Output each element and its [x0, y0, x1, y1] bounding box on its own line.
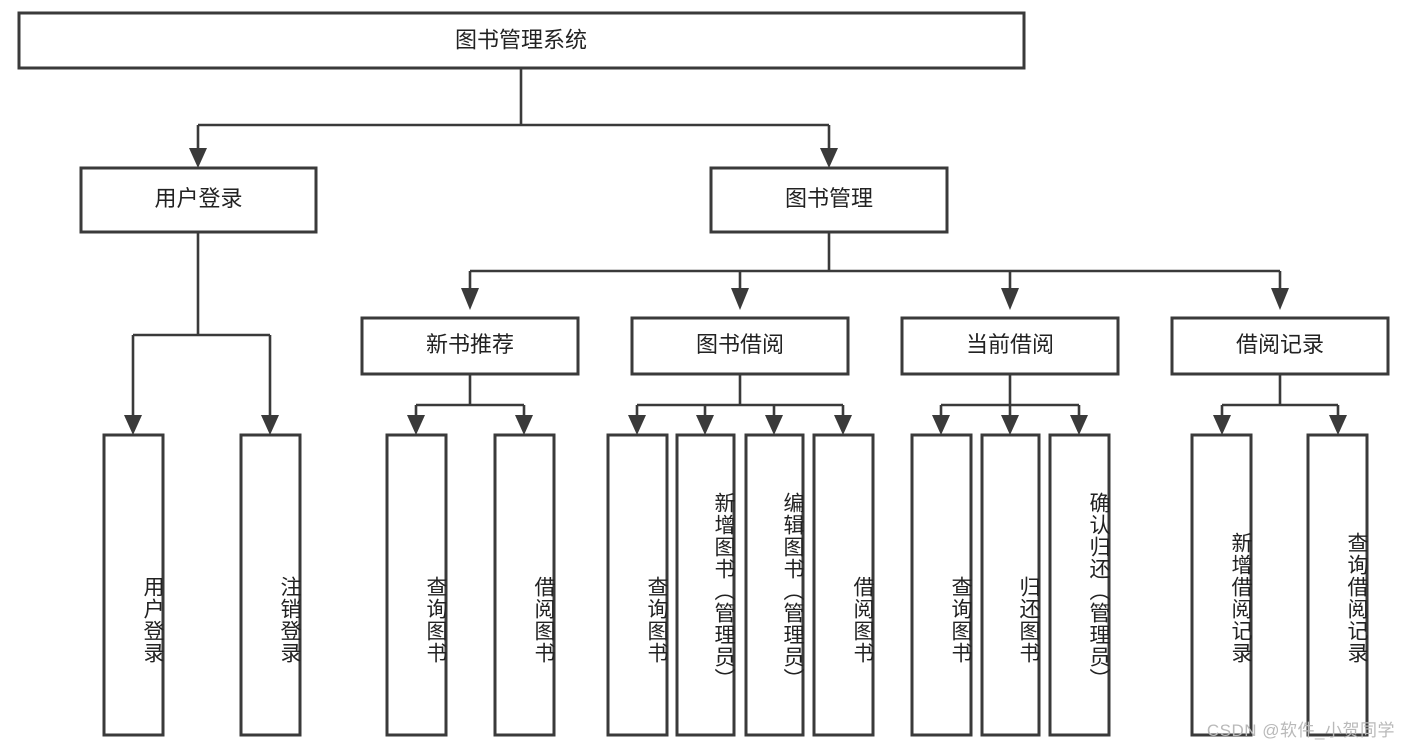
node-leaf-query-book-2[interactable] — [606, 433, 669, 737]
node-book-borrow-label: 图书借阅 — [696, 332, 784, 357]
arrow-head-newbook-leaf-2 — [515, 415, 533, 435]
connector-group-user-login — [124, 232, 279, 435]
node-leaf-edit-book[interactable] — [744, 433, 805, 737]
node-leaf-user-login[interactable] — [102, 433, 165, 737]
connector-group-book-manage — [461, 232, 1289, 310]
node-current-borrow[interactable] — [900, 316, 1120, 376]
connector-group-root — [189, 68, 838, 168]
connector-group-current-borrow — [932, 374, 1088, 435]
connector-group-borrow-record — [1213, 374, 1347, 435]
node-leaf-borrow-book-2[interactable] — [812, 433, 875, 737]
node-root-label: 图书管理系统 — [455, 27, 587, 52]
arrow-head-currentborrow-leaf-2 — [1001, 415, 1019, 435]
arrow-head-new-book — [461, 288, 479, 310]
csdn-watermark: CSDN @软件_小贺同学 — [1206, 721, 1395, 740]
arrow-head-user-login — [189, 148, 207, 168]
arrow-head-book-borrow — [731, 288, 749, 310]
node-book-borrow[interactable] — [630, 316, 850, 376]
node-new-book-recommend-label: 新书推荐 — [426, 332, 514, 357]
node-leaf-query-book-1[interactable] — [385, 433, 448, 737]
node-book-manage[interactable] — [709, 166, 949, 234]
node-leaf-confirm-return[interactable] — [1048, 433, 1111, 737]
node-root[interactable] — [17, 11, 1026, 70]
node-leaf-query-book-3[interactable] — [910, 433, 973, 737]
arrow-head-bookborrow-leaf-2 — [696, 415, 714, 435]
arrow-head-currentborrow-leaf-1 — [932, 415, 950, 435]
connector-group-book-borrow — [628, 374, 852, 435]
connector-group-new-book-recommend — [407, 374, 533, 435]
arrow-head-current-borrow — [1001, 288, 1019, 310]
node-leaf-add-borrow-record[interactable] — [1190, 433, 1253, 737]
node-user-login-label: 用户登录 — [154, 186, 242, 211]
arrow-head-borrowrecord-leaf-1 — [1213, 415, 1231, 435]
node-leaf-borrow-book-1[interactable] — [493, 433, 556, 737]
node-book-manage-label: 图书管理 — [785, 186, 873, 211]
arrow-head-bookborrow-leaf-1 — [628, 415, 646, 435]
node-borrow-record-label: 借阅记录 — [1236, 332, 1324, 357]
node-user-login[interactable] — [79, 166, 318, 234]
arrow-head-bookborrow-leaf-3 — [765, 415, 783, 435]
node-leaf-return-book[interactable] — [980, 433, 1041, 737]
node-leaf-logout[interactable] — [239, 433, 302, 737]
node-leaf-query-borrow-record[interactable] — [1306, 433, 1369, 737]
arrow-head-borrowrecord-leaf-2 — [1329, 415, 1347, 435]
node-leaf-add-book[interactable] — [675, 433, 736, 737]
node-current-borrow-label: 当前借阅 — [966, 332, 1054, 357]
node-borrow-record[interactable] — [1170, 316, 1390, 376]
arrow-head-newbook-leaf-1 — [407, 415, 425, 435]
arrow-head-bookborrow-leaf-4 — [834, 415, 852, 435]
arrow-head-leaf-logout — [261, 415, 279, 435]
arrow-head-borrow-record — [1271, 288, 1289, 310]
arrow-head-book-manage — [820, 148, 838, 168]
arrow-head-currentborrow-leaf-3 — [1070, 415, 1088, 435]
arrow-head-leaf-user-login — [124, 415, 142, 435]
node-new-book-recommend[interactable] — [360, 316, 580, 376]
